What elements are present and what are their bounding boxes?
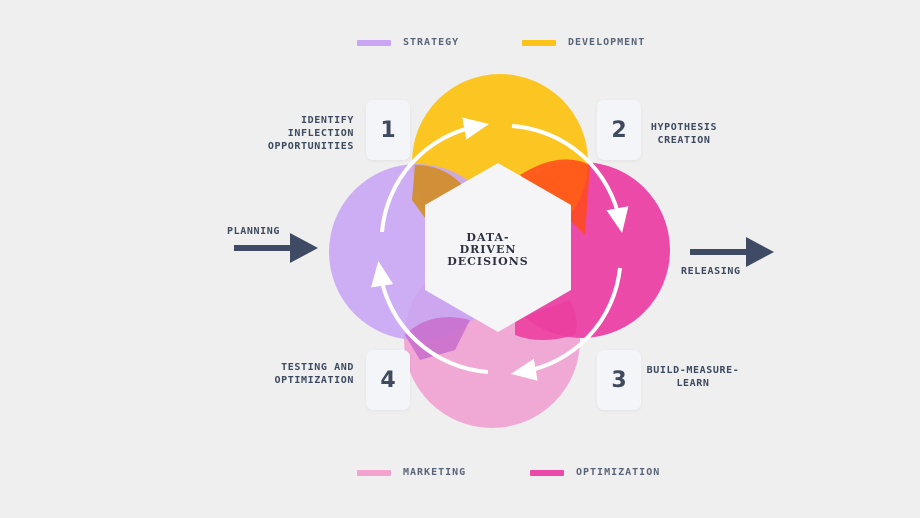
center-label: DATA- DRIVEN DECISIONS: [433, 232, 543, 268]
step-2-line-2: CREATION: [657, 135, 711, 146]
center-line-3: DECISIONS: [447, 255, 529, 268]
releasing-label: RELEASING: [681, 266, 741, 277]
step-1-line-3: OPPORTUNITIES: [267, 141, 354, 152]
optimization-swatch: [530, 469, 564, 476]
releasing-arrow: [690, 237, 774, 267]
cycle-arrow-top: [380, 117, 490, 233]
cycle-arrow-left: [371, 260, 489, 374]
planning-label: PLANNING: [227, 226, 280, 237]
legend-optimization-label: OPTIMIZATION: [576, 467, 661, 478]
step-3-number: 3: [611, 367, 627, 393]
step-1-line-1: IDENTIFY: [301, 115, 354, 126]
step-1-number: 1: [380, 117, 396, 143]
step-3-label: BUILD-MEASURE- LEARN: [641, 364, 745, 390]
step-4-badge: 4: [366, 350, 410, 410]
legend-development-label: DEVELOPMENT: [568, 37, 646, 48]
step-4-number: 4: [380, 367, 396, 393]
step-1-badge: 1: [366, 100, 410, 160]
center-line-2: DRIVEN: [459, 243, 517, 256]
legend-marketing: MARKETING: [357, 467, 466, 478]
planning-arrow: [234, 233, 318, 263]
step-3-line-2: LEARN: [676, 378, 710, 389]
step-4-line-2: OPTIMIZATION: [274, 375, 354, 386]
step-2-badge: 2: [597, 100, 641, 160]
development-swatch: [522, 39, 556, 46]
cycle-arrow-right: [511, 124, 629, 234]
step-1-line-2: INFLECTION: [287, 128, 354, 139]
legend-development: DEVELOPMENT: [522, 37, 645, 48]
step-2-line-1: HYPOTHESIS: [650, 122, 718, 133]
cycle-arrows: [371, 117, 629, 381]
legend-optimization: OPTIMIZATION: [530, 467, 660, 478]
strategy-swatch: [357, 39, 391, 46]
legend-strategy: STRATEGY: [357, 37, 459, 48]
cycle-arrow-bottom: [510, 267, 622, 381]
legend-strategy-label: STRATEGY: [403, 37, 460, 48]
step-4-line-1: TESTING AND: [281, 362, 354, 373]
center-hexagon: [425, 163, 571, 332]
step-1-label: IDENTIFY INFLECTION OPPORTUNITIES: [254, 114, 354, 153]
step-2-label: HYPOTHESIS CREATION: [643, 121, 725, 147]
marketing-swatch: [357, 469, 391, 476]
overlap-purple-pink: [405, 317, 470, 360]
legend-marketing-label: MARKETING: [403, 467, 467, 478]
step-3-line-1: BUILD-MEASURE-: [646, 365, 740, 376]
step-4-label: TESTING AND OPTIMIZATION: [254, 361, 354, 387]
center-line-1: DATA-: [466, 231, 510, 244]
step-2-number: 2: [611, 117, 627, 143]
overlap-pink-magenta: [515, 300, 577, 340]
step-3-badge: 3: [597, 350, 641, 410]
